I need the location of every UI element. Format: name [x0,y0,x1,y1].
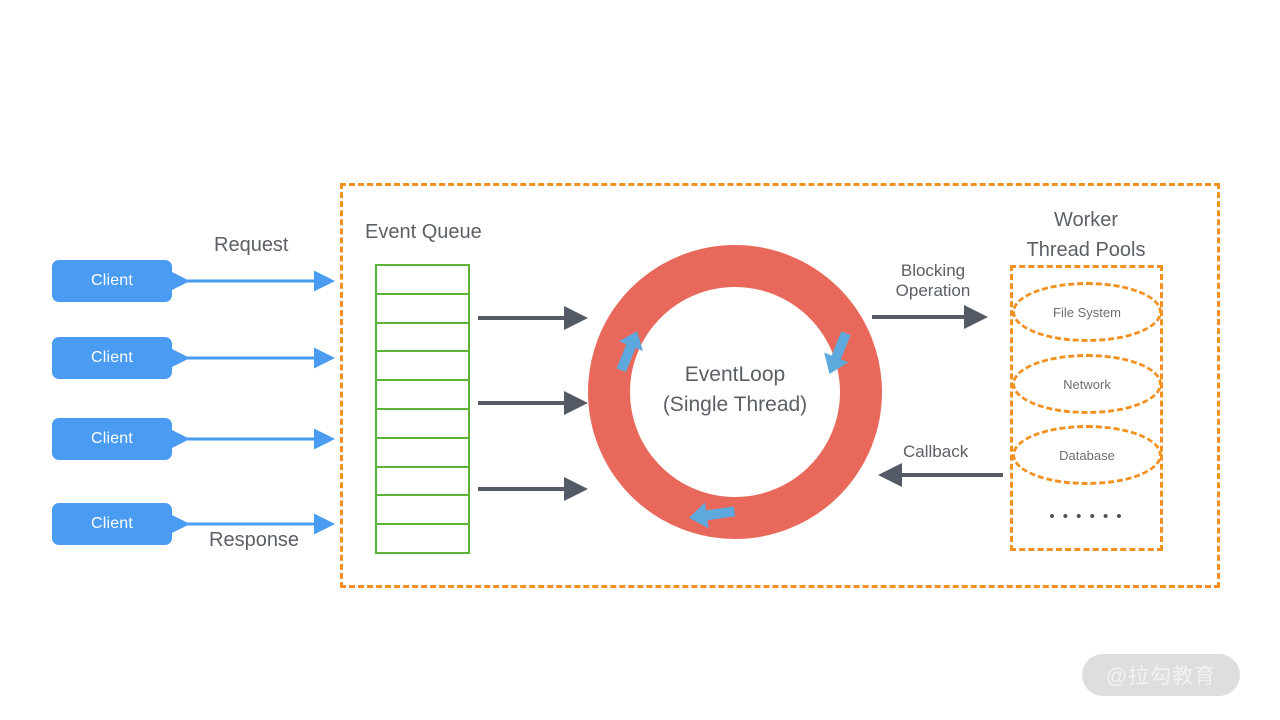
client-duplex-arrows [169,270,335,535]
watermark-badge: @拉勾教育 [1082,654,1240,696]
client-box-2[interactable]: Client [52,337,172,379]
blocking-operation-line2: Operation [895,281,971,300]
queue-cell[interactable] [375,436,470,468]
loop-arrow-up-icon [616,331,644,373]
pool-more-indicator: • • • • • • [1049,508,1124,525]
queue-cell[interactable] [375,523,470,554]
queue-cell[interactable] [375,379,470,410]
pool-database[interactable]: Database [1012,425,1162,485]
blocking-operation-line1: Blocking [900,261,966,280]
pool-label: Database [1059,447,1115,463]
loop-arrow-left-icon [688,502,736,529]
client-label: Client [90,430,134,447]
queue-cell[interactable] [375,321,470,353]
client-box-1[interactable]: Client [52,260,172,302]
client-label: Client [90,515,134,532]
pool-network[interactable]: Network [1012,354,1162,414]
event-loop-title: EventLoop [684,363,786,386]
callback-arrow [878,463,1003,487]
event-loop-direction-arrows [616,331,851,529]
worker-pools-title-line1: Worker [1053,209,1119,231]
client-label: Client [90,272,134,289]
queue-cell[interactable] [375,465,470,497]
pool-file-system[interactable]: File System [1012,282,1162,342]
worker-thread-pools-box [1010,265,1163,551]
queue-to-loop-arrows [478,306,588,501]
pool-label: File System [1053,304,1121,320]
blocking-operation-label: Blocking Operation [866,261,1000,301]
watermark-text: @拉勾教育 [1105,665,1217,688]
queue-cell[interactable] [375,292,470,324]
client-box-3[interactable]: Client [52,418,172,460]
response-label: Response [209,529,300,551]
event-loop-subtitle: (Single Thread) [662,393,808,416]
blocking-operation-arrow [872,305,988,329]
worker-pools-title-line2: Thread Pools [1026,239,1146,261]
event-loop-ring [588,245,882,539]
request-label: Request [214,234,289,256]
pool-label: Network [1063,376,1111,392]
event-queue-title: Event Queue [365,221,482,243]
callback-label: Callback [903,442,969,461]
queue-cell[interactable] [375,407,470,439]
queue-cell[interactable] [375,494,470,526]
event-loop-text: EventLoop (Single Thread) [583,360,887,420]
queue-cell[interactable] [375,264,470,295]
client-box-4[interactable]: Client [52,503,172,545]
client-label: Client [90,349,134,366]
loop-arrow-down-icon [824,331,851,375]
worker-thread-pools-title: Worker Thread Pools [1000,205,1172,265]
event-queue-stack [375,264,470,554]
queue-cell[interactable] [375,350,470,382]
server-boundary-region [340,183,1220,588]
